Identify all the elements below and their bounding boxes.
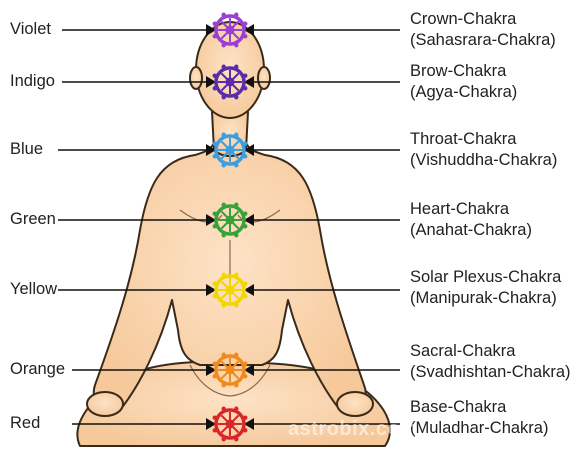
color-label-orange: Orange — [10, 360, 65, 379]
watermark: astrobix.com — [288, 418, 418, 441]
color-label-green: Green — [10, 210, 56, 229]
chakra-name-green: Heart-Chakra — [410, 200, 509, 219]
chakra-sanskrit-indigo: (Agya-Chakra) — [410, 83, 517, 102]
arrow-left-violet — [62, 24, 216, 36]
chakra-sanskrit-violet: (Sahasrara-Chakra) — [410, 31, 556, 50]
chakra-name-indigo: Brow-Chakra — [410, 62, 506, 81]
chakra-sanskrit-green: (Anahat-Chakra) — [410, 221, 532, 240]
chakra-name-yellow: Solar Plexus-Chakra — [410, 268, 561, 287]
chakra-sanskrit-red: (Muladhar-Chakra) — [410, 419, 548, 438]
color-label-indigo: Indigo — [10, 72, 55, 91]
chakra-name-red: Base-Chakra — [410, 398, 506, 417]
chakra-sanskrit-yellow: (Manipurak-Chakra) — [410, 289, 557, 308]
chakra-name-violet: Crown-Chakra — [410, 10, 516, 29]
arrow-left-blue — [58, 144, 216, 156]
arrow-right-violet — [244, 24, 400, 36]
color-label-red: Red — [10, 414, 40, 433]
color-label-violet: Violet — [10, 20, 51, 39]
chakra-sanskrit-orange: (Svadhishtan-Chakra) — [410, 363, 571, 382]
arrow-right-blue — [244, 144, 400, 156]
chakra-sanskrit-blue: (Vishuddha-Chakra) — [410, 151, 557, 170]
chakra-name-blue: Throat-Chakra — [410, 130, 516, 149]
color-label-yellow: Yellow — [10, 280, 57, 299]
color-label-blue: Blue — [10, 140, 43, 159]
chakra-name-orange: Sacral-Chakra — [410, 342, 515, 361]
